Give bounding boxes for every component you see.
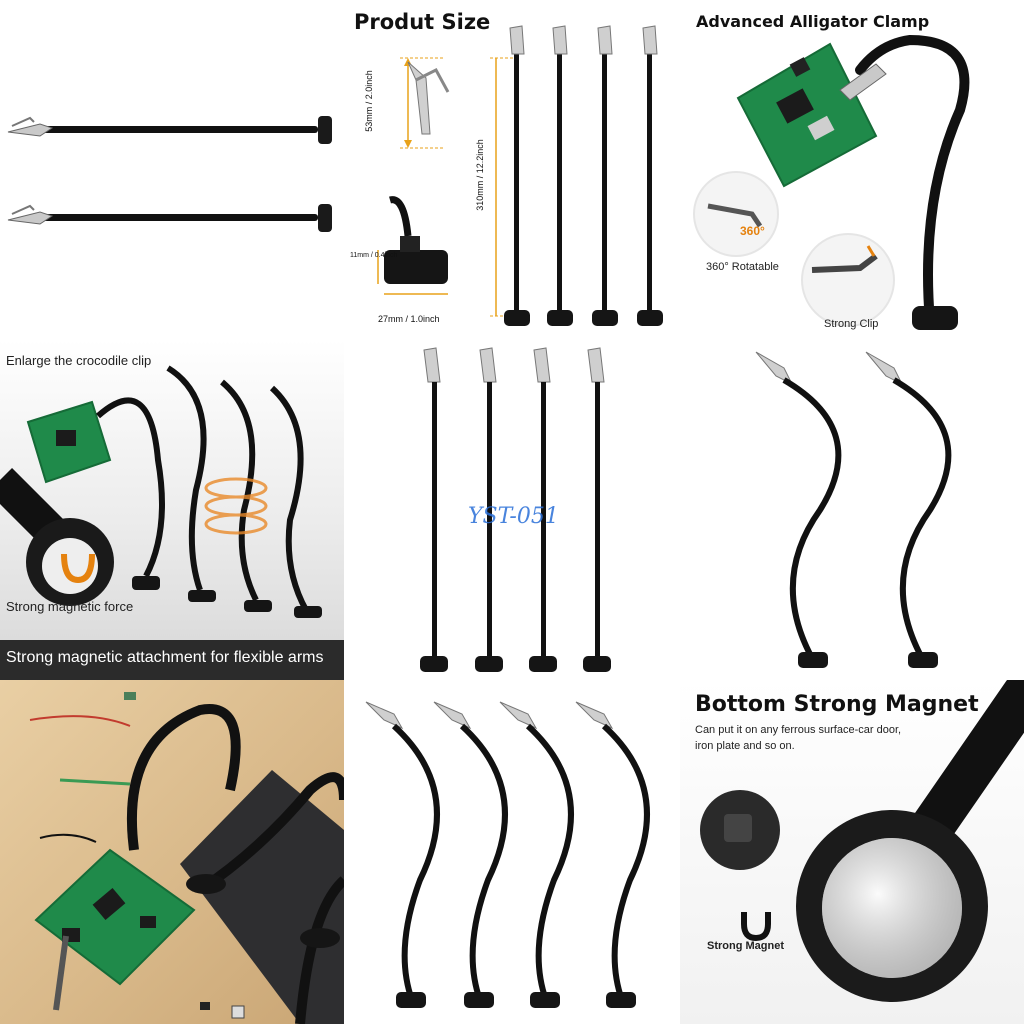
curvy-arm [575, 701, 650, 1008]
magnet-title: Bottom Strong Magnet [695, 692, 979, 717]
base-width-label: 27mm / 1.0inch [378, 314, 440, 324]
tile-crocodile-clip: Enlarge the crocodile clip Strong magnet… [0, 340, 344, 640]
bent-arm [755, 351, 842, 668]
banner-text: Strong magnetic attachment for flexible … [6, 649, 324, 666]
tile-curvy-arms [344, 680, 680, 1024]
total-height-label: 310mm / 12.2inch [474, 139, 485, 211]
tile-workbench [0, 680, 344, 1024]
rotate-badge: 360° [740, 224, 765, 238]
vertical-arm [592, 25, 618, 326]
crocodile-image [0, 365, 322, 618]
magnet-image [700, 680, 1024, 1002]
straight-arm [583, 347, 611, 672]
tile-alligator-clamp: Advanced Alligator Clamp 360° 360° Rotat… [680, 0, 1024, 340]
tile-straight-arms [344, 340, 680, 680]
pcb-board [34, 848, 196, 986]
horizontal-arm [7, 116, 332, 144]
curvy-arm [499, 701, 574, 1008]
curvy-arms-image [365, 701, 650, 1008]
vertical-arm [547, 25, 573, 326]
tile-bent-arms [680, 340, 1024, 680]
horizontal-arms-image [7, 116, 332, 232]
clip-height-label: 53mm / 2.0inch [363, 70, 374, 132]
strong-clip-label: Strong Clip [824, 318, 879, 330]
magnetic-force-label: Strong magnetic force [6, 599, 134, 614]
crocodile-title: Enlarge the crocodile clip [6, 353, 152, 368]
curvy-arm [365, 701, 440, 1008]
size-diagram [377, 25, 663, 326]
rotate-label: 360° Rotatable [706, 261, 779, 273]
straight-arm [475, 347, 503, 672]
flex-spiral [204, 477, 268, 535]
curvy-arm [433, 701, 508, 1008]
tile-horizontal-arms [0, 0, 344, 340]
straight-arm [529, 347, 557, 672]
workbench-image [29, 692, 344, 1024]
magnet-desc-line2: iron plate and so on. [695, 740, 795, 752]
clamp-title: Advanced Alligator Clamp [696, 12, 930, 31]
clamp-image [693, 34, 970, 330]
pcb-board [736, 42, 878, 188]
tile-bottom-magnet: Bottom Strong Magnet Can put it on any f… [680, 680, 1024, 1024]
bent-arms-image [755, 351, 952, 668]
vertical-arm [504, 25, 530, 326]
watermark: YST-051 [468, 504, 559, 529]
straight-arm [420, 347, 448, 672]
attachment-banner: Strong magnetic attachment for flexible … [0, 640, 344, 680]
base-height-label: 11mm / 0.4inch [350, 252, 398, 259]
magnet-label: Strong Magnet [707, 940, 784, 952]
vertical-arm [637, 25, 663, 326]
magnet-desc-line1: Can put it on any ferrous surface-car do… [695, 724, 902, 736]
tile-product-size: Produt Size 53mm / 2.0inch 310mm / 12.2i… [344, 0, 680, 340]
size-title: Produt Size [354, 10, 491, 34]
strong-clip-inset [801, 233, 895, 327]
bent-arm [865, 351, 952, 668]
magnet-icon [741, 912, 771, 942]
rotatable-inset [693, 171, 779, 257]
horizontal-arm [7, 204, 332, 232]
straight-arms-image [420, 347, 611, 672]
